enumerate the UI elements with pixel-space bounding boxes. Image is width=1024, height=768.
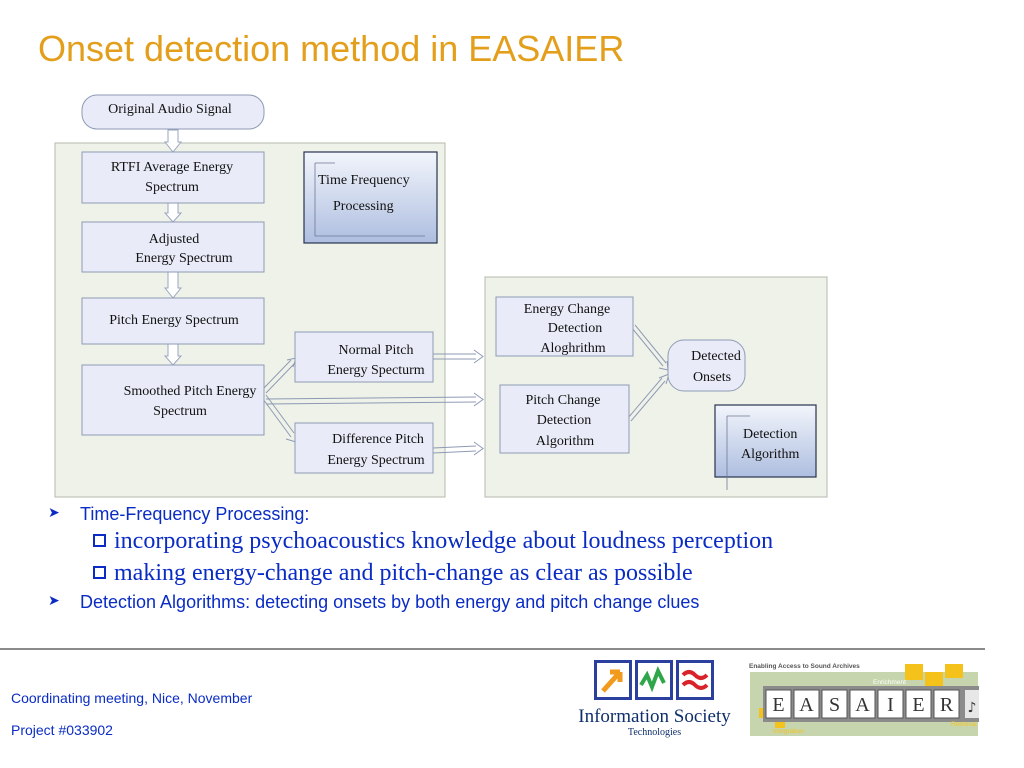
node-adjusted-line2: Energy Spectrum: [135, 251, 232, 266]
node-pitch-change: Pitch Change Detection Algorithm: [499, 384, 630, 454]
arrow-pitch-to-onsets: [627, 377, 666, 422]
label-detection-algorithm-line1: Detection: [743, 427, 797, 442]
node-adjusted-line1: Adjusted: [149, 232, 200, 247]
arrow-rtfi-to-adjusted: [163, 202, 183, 223]
easaier-letter: A: [799, 694, 814, 716]
bullet-item-2: ➤ Detection Algorithms: detecting onsets…: [48, 592, 699, 613]
footer-divider: [0, 648, 985, 650]
arrow-original-to-rtfi: [163, 129, 183, 153]
easaier-tagline: Enabling Access to Sound Archives: [749, 663, 860, 670]
music-note-icon: ♪: [968, 700, 977, 716]
ist-logo-name: Information Society: [578, 706, 731, 727]
node-pitch-energy: Pitch Energy Spectrum: [81, 297, 265, 345]
arrow-smoothed-to-normal: [262, 359, 295, 394]
node-energy-change-line2: Detection: [548, 321, 602, 336]
label-time-frequency-line2: Processing: [333, 199, 394, 214]
node-smoothed-line1: Smoothed Pitch Energy: [124, 384, 257, 399]
easaier-retrieval: Retrieval: [951, 721, 977, 728]
node-smoothed-line2: Spectrum: [153, 404, 207, 419]
onset-detection-diagram: Original Audio Signal RTFI Average Energ…: [54, 94, 828, 498]
label-detection-algorithm-line2: Algorithm: [741, 447, 799, 462]
bullet-sub-2-text: making energy-change and pitch-change as…: [114, 560, 693, 586]
node-pitch-change-line1: Pitch Change: [525, 393, 600, 408]
ist-logo: Information Society Technologies: [572, 655, 737, 740]
node-energy-change: Energy Change Detection Aloghrithm: [495, 296, 634, 357]
node-energy-change-line1: Energy Change: [524, 302, 610, 317]
slide-title: Onset detection method in EASAIER: [38, 28, 625, 69]
node-detected-onsets-line2: Onsets: [693, 370, 731, 385]
node-detected-onsets: Detected Onsets: [667, 339, 746, 392]
label-detection-algorithm: Detection Algorithm: [714, 404, 817, 490]
arrow-smoothed-to-difference: [262, 394, 295, 438]
easaier-letter: A: [855, 694, 870, 716]
node-difference-pitch-line2: Energy Spectrum: [327, 453, 424, 468]
node-pitch-change-line3: Algorithm: [536, 434, 594, 449]
easaier-logo-graphic: Enabling Access to Sound Archives Enrich…: [749, 663, 979, 736]
easaier-logo: Enabling Access to Sound Archives Enrich…: [745, 660, 985, 740]
bullet-item-2-text: Detection Algorithms: detecting onsets b…: [80, 592, 700, 612]
bullet-item-1-text: Time-Frequency Processing:: [80, 504, 310, 524]
node-adjusted: Adjusted Energy Spectrum: [81, 221, 265, 273]
node-rtfi-line1: RTFI Average Energy: [111, 160, 233, 175]
node-pitch-energy-text: Pitch Energy Spectrum: [109, 313, 239, 328]
node-detected-onsets-line1: Detected: [691, 349, 741, 364]
node-original-audio: Original Audio Signal: [81, 94, 265, 130]
bullet-sub-1-text: incorporating psychoacoustics knowledge …: [114, 528, 774, 554]
node-rtfi-line2: Spectrum: [145, 180, 199, 195]
checkbox-bullet-icon: [93, 566, 106, 579]
footer-meeting: Coordinating meeting, Nice, November: [11, 690, 253, 706]
arrow-bullet-icon: ➤: [48, 504, 60, 520]
node-pitch-change-line2: Detection: [537, 413, 591, 428]
node-energy-change-line3: Aloghrithm: [540, 341, 605, 356]
node-rtfi: RTFI Average Energy Spectrum: [81, 151, 265, 204]
arrow-pitch-to-smoothed: [163, 343, 183, 366]
node-smoothed: Smoothed Pitch Energy Spectrum: [81, 364, 265, 436]
arrow-smoothed-to-pitchchange: [265, 396, 477, 405]
horizontal-arrows: [262, 324, 670, 456]
footer-project: Project #033902: [11, 722, 113, 738]
arrow-adjusted-to-pitch: [163, 271, 183, 299]
node-normal-pitch-line1: Normal Pitch: [338, 343, 413, 358]
ist-logo-sub: Technologies: [627, 727, 682, 738]
ist-logo-icon: [594, 660, 714, 700]
bullet-item-1: ➤ Time-Frequency Processing:: [48, 504, 309, 525]
easaier-letter: R: [940, 694, 954, 716]
easaier-letter: E: [772, 694, 784, 716]
node-difference-pitch-line1: Difference Pitch: [332, 432, 424, 447]
bullet-sub-2: making energy-change and pitch-change as…: [93, 560, 693, 587]
checkbox-bullet-icon: [93, 534, 106, 547]
easaier-enrichment: Enrichment: [873, 679, 906, 686]
node-difference-pitch: Difference Pitch Energy Spectrum: [294, 422, 434, 474]
bullet-sub-1: incorporating psychoacoustics knowledge …: [93, 528, 773, 555]
easaier-integration: Integration: [773, 728, 804, 735]
easaier-letter: I: [887, 694, 894, 716]
node-normal-pitch-line2: Energy Specturm: [327, 363, 424, 378]
node-normal-pitch: Normal Pitch Energy Specturm: [294, 331, 434, 383]
label-time-frequency-line1: Time Frequency: [318, 173, 410, 188]
label-time-frequency: Time Frequency Processing: [303, 151, 438, 244]
vertical-arrows: [163, 129, 183, 366]
easaier-letter: S: [829, 694, 840, 716]
easaier-letter-tiles: [765, 689, 960, 719]
node-original-audio-text: Original Audio Signal: [108, 102, 232, 117]
arrow-energy-to-onsets: [631, 324, 667, 367]
arrow-bullet-icon: ➤: [48, 592, 60, 608]
arrow-difference-to-pitch: [432, 445, 477, 454]
arrow-normal-to-energy: [433, 353, 476, 360]
easaier-letter: E: [912, 694, 924, 716]
